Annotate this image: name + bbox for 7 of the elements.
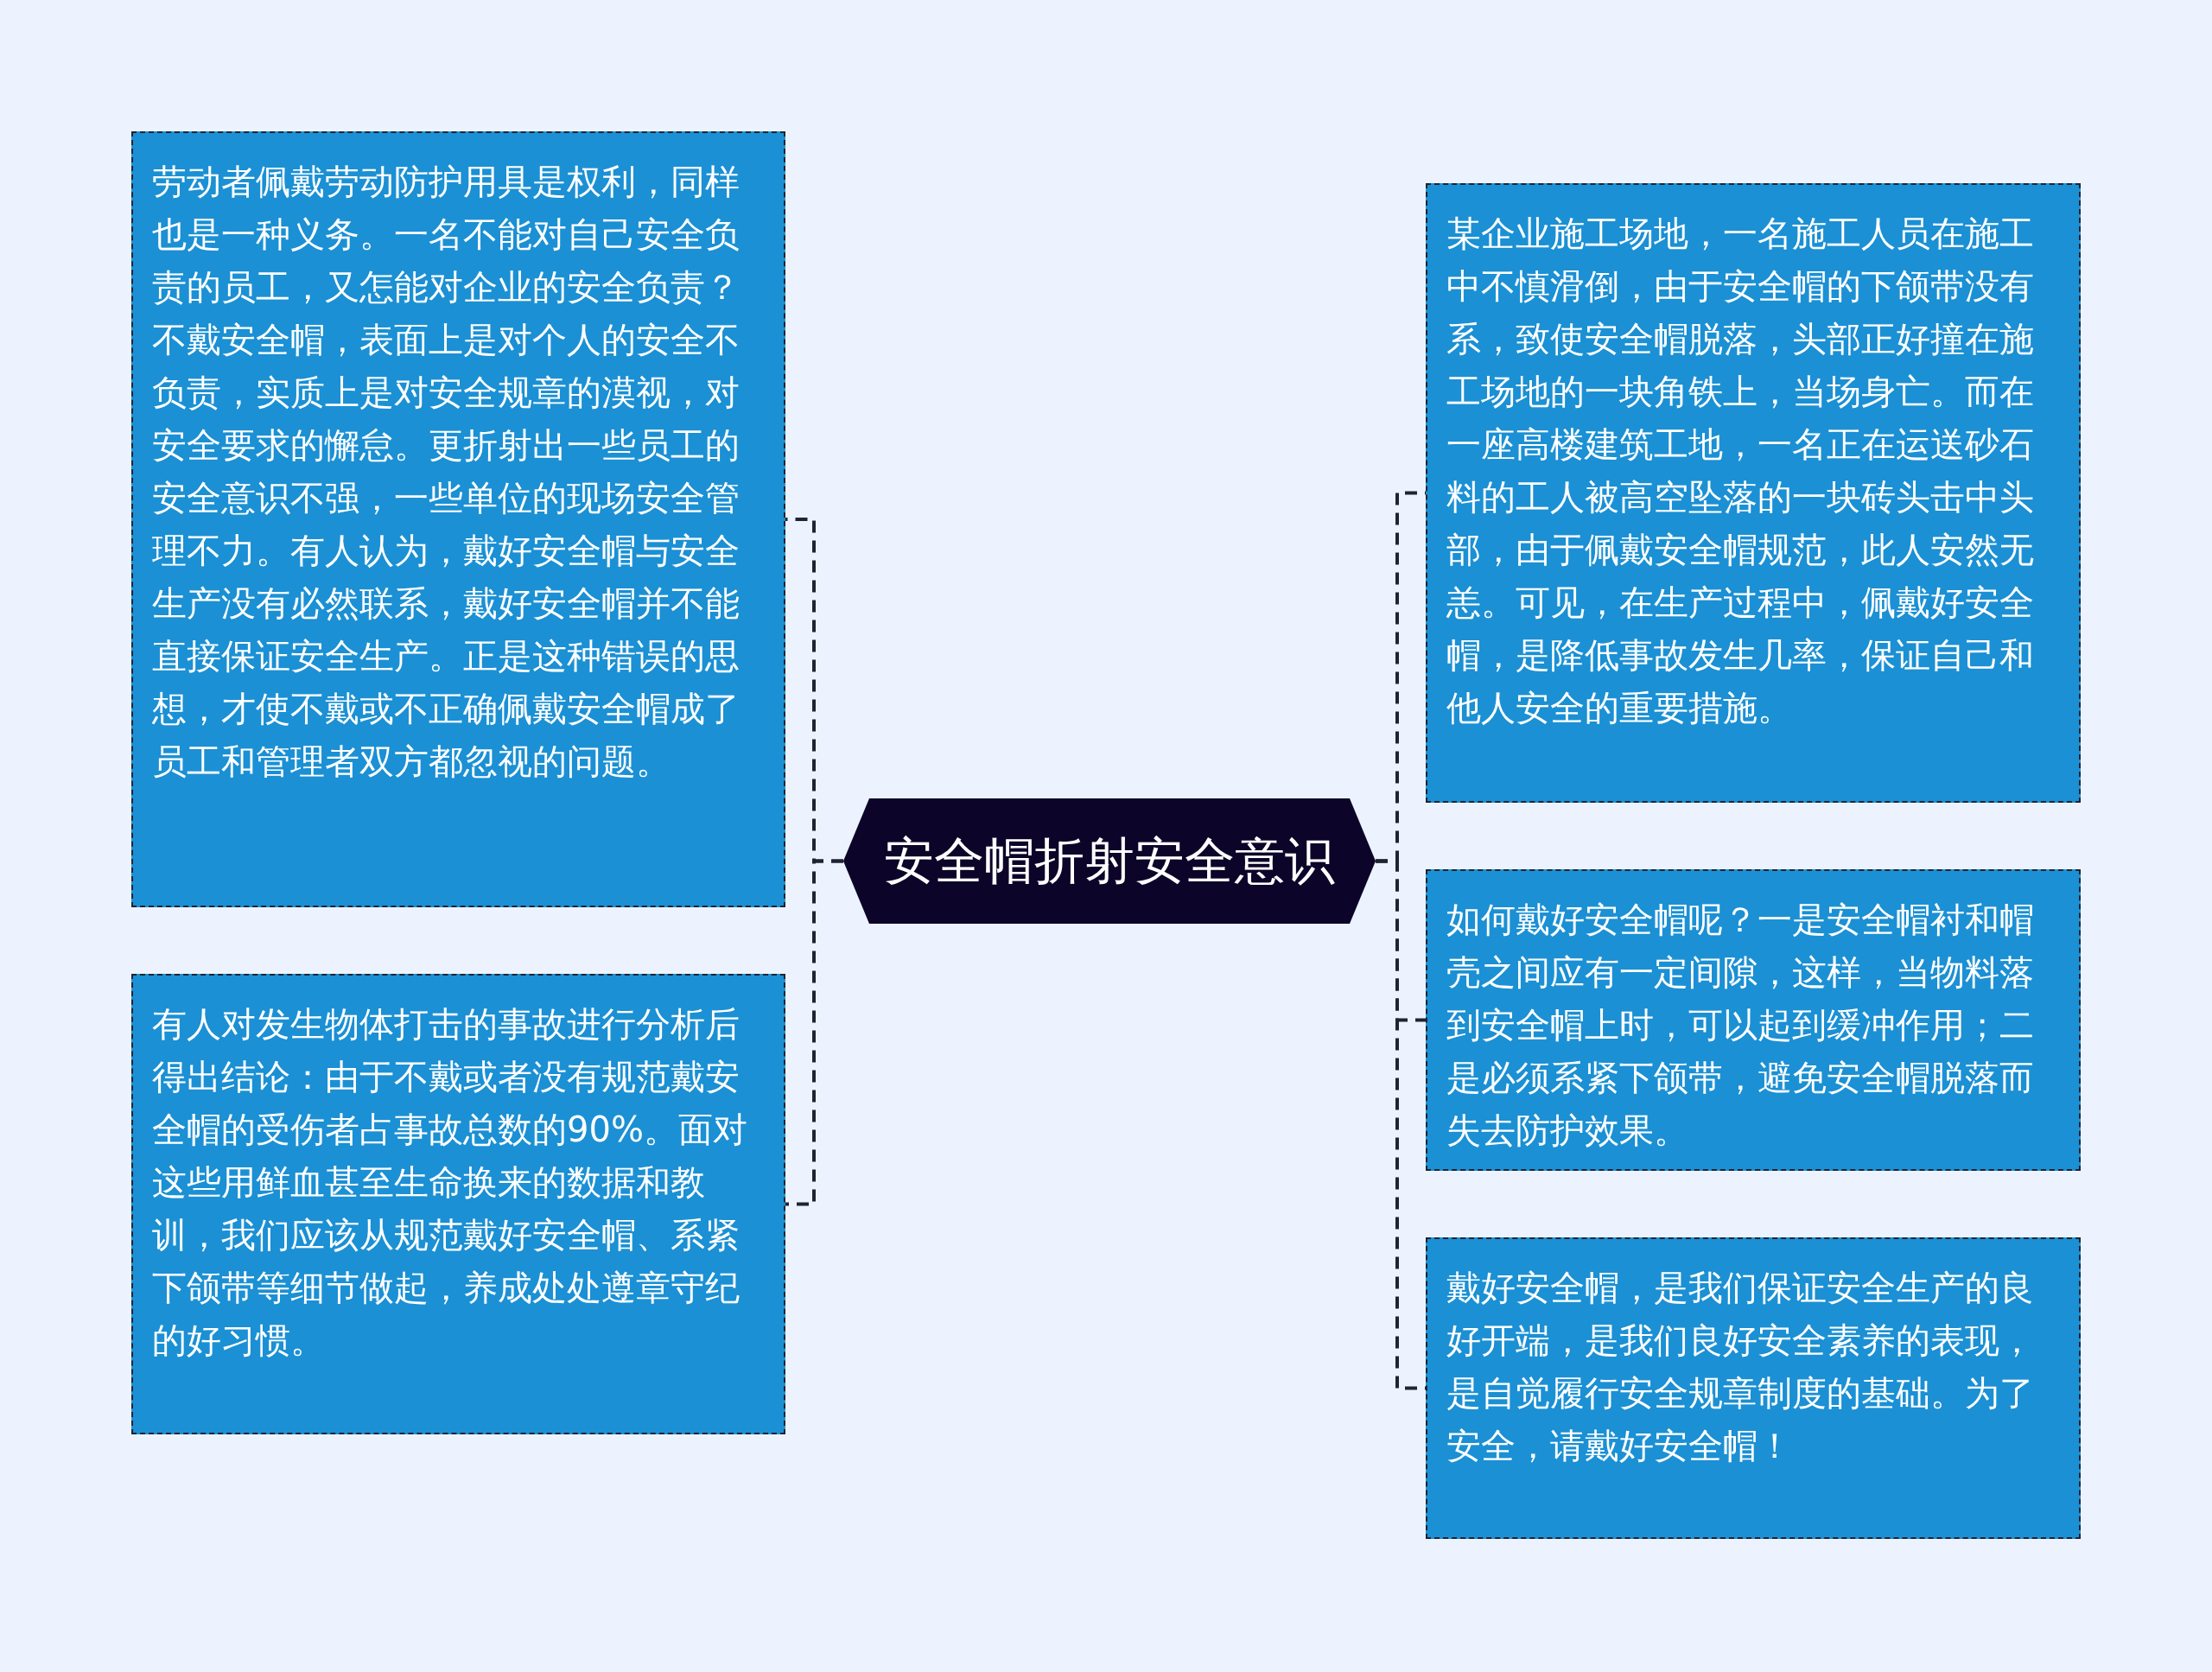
topic-box: 某企业施工场地，一名施工人员在施工中不慎滑倒，由于安全帽的下颌带没有系，致使安全帽脱落，头部正好撞在施工场地的一块角铁上，当场身亡。而在一座高楼建筑工地，一名正在运送砂石料的工人被高空坠落的一块砖头击中头部，由于佩戴安全帽规范，此人安然无恙。可见，在生产过程中，佩戴好安全帽，是降低事故发生几率，保证自己和他人安全的重要措施。 <box>1426 183 2081 803</box>
topic-box: 劳动者佩戴劳动防护用具是权利，同样也是一种义务。一名不能对自己安全负责的员工，又怎能对企业的安全负责？不戴安全帽，表面上是对个人的安全不负责，实质上是对安全规章的漠视，对安全要求的懈怠。更折射出一些员工的安全意识不强，一些单位的现场安全管理不力。有人认为，戴好安全帽与安全生产没有必然联系，戴好安全帽并不能直接保证安全生产。正是这种错误的思想，才使不戴或不正确佩戴安全帽成了员工和管理者双方都忽视的问题。 <box>131 131 785 907</box>
connector-line <box>785 859 843 1206</box>
topic-box: 如何戴好安全帽呢？一是安全帽衬和帽壳之间应有一定间隙，这样，当物料落到安全帽上时，可以起到缓冲作用；二是必须系紧下颌带，避免安全帽脱落而失去防护效果。 <box>1426 869 2081 1171</box>
topic-box: 有人对发生物体打击的事故进行分析后得出结论：由于不戴或者没有规范戴安全帽的受伤者占事故总数的90%。面对这些用鲜血甚至生命换来的数据和教训，我们应该从规范戴好安全帽、系紧下颌带等细节做起，养成处处遵章守纪的好习惯。 <box>131 974 785 1434</box>
topic-box: 戴好安全帽，是我们保证安全生产的良好开端，是我们良好安全素养的表现，是自觉履行安全规章制度的基础。为了安全，请戴好安全帽！ <box>1426 1237 2081 1539</box>
topic-hexagon: 安全帽折射安全意识 <box>843 798 1376 924</box>
